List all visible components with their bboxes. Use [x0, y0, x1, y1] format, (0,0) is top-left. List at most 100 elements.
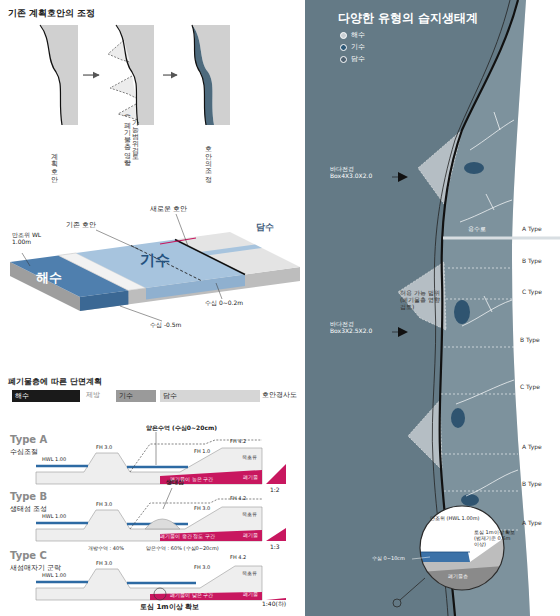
illustration-shape	[512, 0, 560, 616]
legend-swatch	[340, 44, 347, 51]
annotation-label: 바다전경 Box3X2.5X2.0	[330, 321, 392, 335]
flow-arrow	[163, 74, 177, 75]
node-text: 기수	[116, 390, 156, 402]
illustration-shape	[130, 440, 262, 472]
flow-arrow	[83, 74, 99, 75]
section-row	[36, 566, 286, 600]
illustration-shape	[154, 588, 166, 600]
annotation-label: Type C	[10, 550, 47, 562]
section-inset	[393, 506, 504, 607]
annotation-label: 토심 1m이상 확보	[140, 603, 199, 611]
illustration-shape	[392, 177, 398, 332]
node-text: 해수	[12, 390, 80, 402]
illustration-shape	[96, 230, 140, 250]
annotation-label: 폐기물	[243, 533, 258, 539]
annotation-label: 목초류	[242, 512, 257, 518]
illustration-shape	[36, 507, 262, 541]
annotation-label: Type A	[10, 434, 47, 446]
annotation-label: 생태섬 조성	[10, 505, 47, 513]
illustration-shape	[40, 25, 78, 125]
illustration-shape	[36, 448, 262, 484]
legend-item: 담수	[340, 56, 365, 63]
illustration-shape	[461, 494, 479, 506]
sketch-panel: 호안의 조정	[180, 22, 236, 178]
illustration-shape	[22, 253, 30, 266]
illustration-shape	[420, 538, 504, 600]
annotation-label: A Type	[522, 226, 542, 233]
annotation-label: FH 3.0	[194, 506, 210, 512]
illustration-shape	[266, 598, 286, 600]
illustration-shape	[175, 240, 245, 275]
illustration-shape	[420, 566, 504, 600]
annotation-label: 1:40(하)	[262, 601, 286, 608]
illustration-shape	[454, 300, 470, 324]
annotation-label: 용수로	[468, 226, 486, 233]
annotation-label: 폐기물	[243, 592, 258, 598]
annotation-label: C Type	[522, 289, 542, 296]
illustration-shape	[36, 581, 88, 584]
annotation-label: 바다전경 Box4X3.0X2.0	[330, 166, 392, 180]
legend-text: 담수	[351, 56, 365, 63]
illustration-shape	[412, 557, 430, 559]
node-text: 계획 호안	[50, 148, 59, 178]
annotation-label: 기수	[140, 252, 170, 269]
revetment-sketch	[40, 25, 230, 125]
illustration-shape	[420, 552, 470, 553]
illustration-shape	[108, 40, 138, 120]
illustration-shape	[216, 283, 222, 299]
illustration-shape	[160, 238, 196, 244]
illustration-shape	[266, 464, 286, 484]
annotation-label: FH 3.0	[96, 445, 112, 451]
annotation-label: 다양한 유형의 습지생태계	[338, 12, 478, 26]
annotation-label: 폐기물	[243, 475, 258, 481]
annotation-label: 수심조절	[10, 448, 38, 456]
illustration-shape	[451, 408, 465, 428]
legend-item: 해수	[340, 32, 365, 39]
illustration-shape	[420, 506, 504, 590]
illustration-shape	[40, 25, 62, 125]
illustration-shape	[156, 432, 157, 465]
annotation-label: 해수	[36, 271, 62, 286]
annotation-label: 폐기물이 중간 정도 구간	[160, 534, 215, 540]
illustration-shape	[200, 245, 262, 256]
illustration-shape	[127, 466, 188, 469]
site-map	[305, 0, 560, 616]
legend-item: 기수	[340, 44, 365, 51]
block-diagram	[10, 214, 300, 321]
illustration-shape	[116, 25, 138, 125]
annotation-label: Type B	[10, 491, 47, 503]
illustration-shape	[420, 538, 504, 600]
annotation-label: 개방수역 : 40%	[88, 546, 124, 552]
illustration-shape	[36, 465, 88, 468]
annotation-label: FH 1.0	[194, 449, 210, 455]
legend-swatch	[340, 56, 347, 63]
annotation-label: C Type	[520, 384, 540, 391]
annotation-label: 생태섬	[166, 479, 184, 486]
annotation-label: B Type	[520, 337, 540, 344]
illustration-shape	[130, 499, 262, 529]
node-text: 호안의 조정	[204, 141, 213, 178]
illustration-shape	[456, 112, 518, 496]
annotation-label: 기존 호안	[66, 221, 96, 229]
annotation-label: 1:2	[270, 487, 280, 494]
annotation-label: A Type	[522, 520, 542, 527]
annotation-label: A Type	[522, 444, 542, 451]
node-text: 담수	[160, 390, 260, 402]
illustration-shape	[131, 246, 201, 281]
annotation-label: HWL 1.00	[42, 573, 66, 579]
illustration-shape	[176, 214, 188, 246]
illustration-shape	[443, 237, 560, 240]
annotation-label: 폐기물이 낮은 구간	[170, 593, 213, 599]
illustration-shape	[36, 566, 262, 600]
annotation-label: FH 3.0	[96, 561, 112, 567]
section-row	[36, 432, 286, 484]
annotation-label: 만조위 WL 1.00m	[12, 232, 46, 246]
illustration-shape	[150, 592, 262, 600]
illustration-shape	[464, 162, 484, 174]
leader-line	[163, 488, 172, 509]
illustration-shape	[145, 519, 180, 529]
annotation-label: 목초류	[242, 455, 257, 461]
